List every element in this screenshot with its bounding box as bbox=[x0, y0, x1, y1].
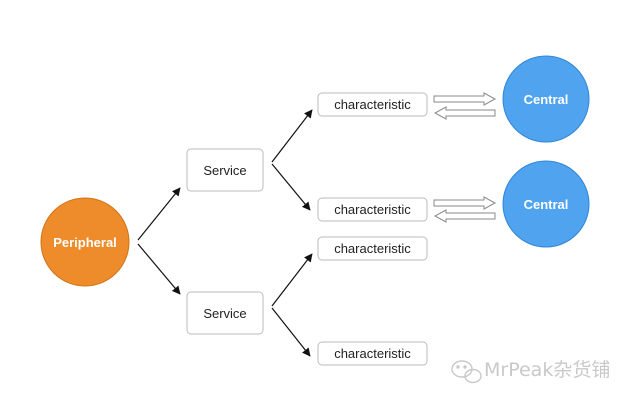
central-node-1: Central bbox=[502, 55, 590, 143]
connector-service2-char-3 bbox=[271, 253, 313, 307]
wechat-icon bbox=[451, 360, 482, 384]
service-label-1: Service bbox=[203, 163, 246, 178]
peripheral-node: Peripheral bbox=[40, 197, 130, 287]
characteristic-box-2: characteristic bbox=[317, 197, 428, 222]
characteristic-label-4: characteristic bbox=[334, 346, 411, 361]
characteristic-label-1: characteristic bbox=[334, 97, 411, 112]
central-node-2: Central bbox=[502, 160, 590, 248]
service-box-2: Service bbox=[186, 291, 264, 335]
characteristic-box-4: characteristic bbox=[317, 341, 428, 366]
watermark: MrPeak杂货铺 bbox=[451, 359, 610, 384]
central-label-2: Central bbox=[524, 197, 569, 212]
service-label-2: Service bbox=[203, 306, 246, 321]
service-box-1: Service bbox=[186, 148, 264, 192]
double-arrow-1 bbox=[433, 92, 497, 120]
characteristic-label-3: characteristic bbox=[334, 241, 411, 256]
double-arrow-2 bbox=[433, 196, 497, 223]
connector-peripheral-service-1 bbox=[137, 187, 181, 241]
connector-service2-char-4 bbox=[271, 307, 311, 357]
peripheral-label: Peripheral bbox=[53, 235, 117, 250]
connector-service1-char-1 bbox=[271, 109, 313, 163]
connector-peripheral-service-2 bbox=[137, 243, 181, 295]
characteristic-box-3: characteristic bbox=[317, 236, 428, 261]
connector-service1-char-2 bbox=[271, 163, 311, 211]
characteristic-label-2: characteristic bbox=[334, 202, 411, 217]
watermark-text: MrPeak杂货铺 bbox=[484, 359, 610, 381]
central-label-1: Central bbox=[524, 92, 569, 107]
characteristic-box-1: characteristic bbox=[317, 92, 428, 117]
